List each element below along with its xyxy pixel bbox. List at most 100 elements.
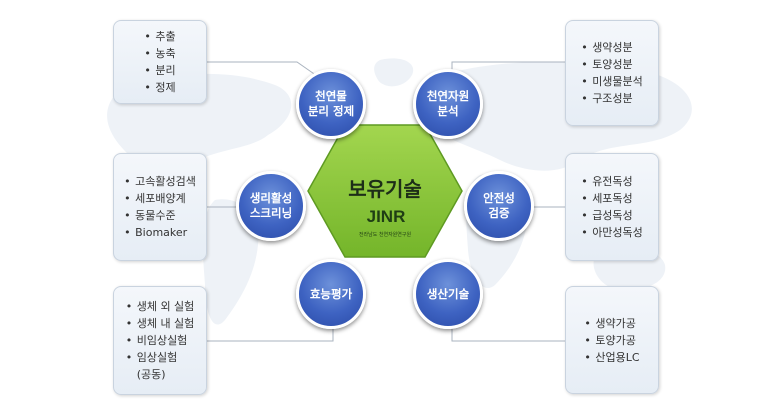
list-item-text: 농축 — [155, 47, 176, 60]
circle-label: 효능평가 — [310, 287, 352, 302]
list-item: • 세포독성 — [581, 190, 643, 207]
box-production: • 생약가공 • 토양가공 • 산업용LC — [565, 286, 659, 394]
bullet: • — [584, 316, 591, 330]
list-item-text: 토양성분 — [592, 58, 633, 71]
list-item: • 정제 — [144, 79, 175, 96]
bullet: • — [124, 192, 131, 205]
circle-label-line: 검증 — [488, 206, 510, 220]
box-separation: • 추출 • 농축 • 분리 • 정제 — [113, 20, 207, 104]
circle-efficacy-evaluation: 효능평가 — [296, 259, 366, 329]
box-screening: • 고속활성검색 • 세포배양계 • 동물수준 • Biomaker — [113, 153, 207, 261]
box-efficacy: •생체 외 실험•생체 내 실험•비임상실험•임상실험(공동) — [113, 286, 207, 395]
list-item: • 동물수준 — [124, 207, 196, 224]
circle-label-line: 천연물 — [315, 89, 347, 103]
circle-production-technology: 생산기술 — [413, 259, 483, 329]
list-item: •생체 내 실험 — [126, 315, 195, 332]
box-safety: • 유전독성 • 세포독성 • 급성독성 • 아만성독성 — [565, 153, 659, 261]
list-item-text: 아만성독성 — [592, 226, 643, 239]
bullet: • — [125, 334, 133, 347]
list-item: • 생약가공 — [584, 315, 639, 332]
list-item-text: 산업용LC — [595, 350, 640, 364]
bullet: • — [581, 175, 588, 188]
list-item: • 세포배양계 — [124, 190, 196, 207]
connector-efficacy — [207, 323, 334, 342]
list-item-text: 동물수준 — [135, 209, 176, 222]
circle-label-line: 생산기술 — [426, 286, 470, 301]
list-item: • 미생물분석 — [581, 73, 643, 90]
list-item-text: 분리 — [155, 64, 176, 77]
bullet: • — [124, 175, 131, 188]
list-item-sub: (공동) — [136, 368, 166, 381]
circle-label-line: 분리 정제 — [307, 104, 355, 118]
bullet: • — [124, 209, 131, 222]
list-item-text: 토양가공 — [595, 333, 636, 347]
list-item: • 토양가공 — [584, 332, 639, 349]
list-item: •생체 외 실험 — [126, 298, 195, 315]
bullet: • — [581, 75, 588, 88]
list-item-text: 추출 — [155, 30, 176, 43]
list-item-text: 세포독성 — [592, 192, 633, 205]
bullet: • — [581, 58, 588, 71]
circle-label-line: 분석 — [437, 104, 459, 118]
jinr-logo: JINR — [358, 207, 414, 226]
circle-label-line: 효능평가 — [309, 286, 353, 301]
list-item: • Biomaker — [124, 224, 196, 241]
list-item-text: 미생물분석 — [592, 75, 643, 88]
bullet: • — [125, 300, 133, 313]
circle-label-line: 스크리닝 — [249, 206, 293, 220]
list-item: • 고속활성검색 — [124, 173, 196, 190]
bullet: • — [581, 192, 588, 205]
list-item: •구조성분 — [581, 90, 643, 107]
circle-label-line: 천연자원 — [426, 89, 470, 103]
circle-label: 생산기술 — [427, 287, 469, 302]
circle-label-line: 생리활성 — [249, 191, 293, 205]
connector-production — [451, 323, 565, 342]
bullet: • — [124, 226, 131, 239]
list-item-text: Biomaker — [135, 226, 188, 239]
list-item-text: 세포배양계 — [135, 192, 186, 205]
list-item: • 토양성분 — [581, 56, 643, 73]
list-item: •생약성분 — [581, 39, 643, 56]
list-item: • 급성독성 — [581, 207, 643, 224]
bullet: • — [125, 317, 133, 330]
list-item: • 유전독성 — [581, 173, 643, 190]
bullet: • — [581, 209, 588, 222]
list-item: •임상실험(공동) — [126, 349, 195, 383]
bullet: • — [144, 81, 151, 94]
list-item-text: 급성독성 — [592, 209, 633, 222]
logo-text: JINR — [367, 207, 406, 225]
list-item-text: 생체 내 실험 — [136, 317, 195, 330]
logo-subtitle: 전라남도 천연자원연구원 — [358, 232, 412, 238]
box-analysis: •생약성분•토양성분•미생물분석•구조성분 — [565, 20, 659, 126]
bullet: • — [581, 226, 588, 239]
list-item: • 추출 — [144, 28, 175, 45]
list-item: • 아만성독성 — [581, 224, 643, 241]
list-item-text: 비임상실험 — [136, 334, 188, 347]
circle-label-line: 안전성 — [483, 191, 515, 205]
list-item-text: 구조성분 — [592, 92, 633, 105]
list-item: • 농축 — [144, 45, 175, 62]
list-item-text: 고속활성검색 — [135, 175, 196, 188]
list-item-text: 임상실험 — [136, 351, 178, 364]
list-item-text: 유전독성 — [592, 175, 633, 188]
bullet: • — [584, 333, 591, 347]
bullet: • — [144, 30, 151, 43]
bullet: • — [584, 350, 591, 364]
center-title: 보유기술 — [348, 177, 422, 201]
list-item: • 분리 — [144, 62, 175, 79]
list-item-text: 정제 — [155, 81, 176, 94]
bullet: • — [144, 64, 151, 77]
bullet: • — [144, 47, 151, 60]
list-item: •비임상실험 — [126, 332, 195, 349]
list-item-text: 생약가공 — [595, 316, 636, 330]
center-hexagon: 보유기술 JINR 전라남도 천연자원연구원 — [306, 123, 464, 259]
bullet: • — [581, 41, 588, 54]
